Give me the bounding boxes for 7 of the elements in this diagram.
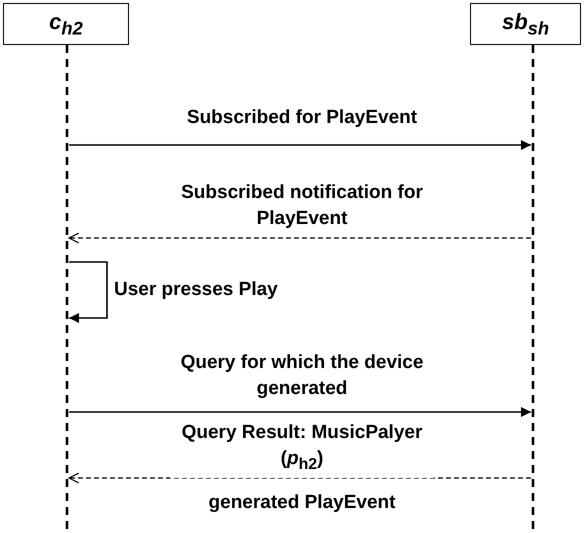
lifeline-head: c$_{h2}$: [3, 3, 129, 45]
message-arrow: [69, 140, 531, 150]
message-arrow: [69, 407, 531, 417]
return-message-arrow: [68, 472, 531, 484]
lifeline-head: sb$_{sh}$: [470, 3, 581, 45]
self-message-arrow: [69, 261, 108, 323]
return-message-arrow: [68, 232, 531, 244]
